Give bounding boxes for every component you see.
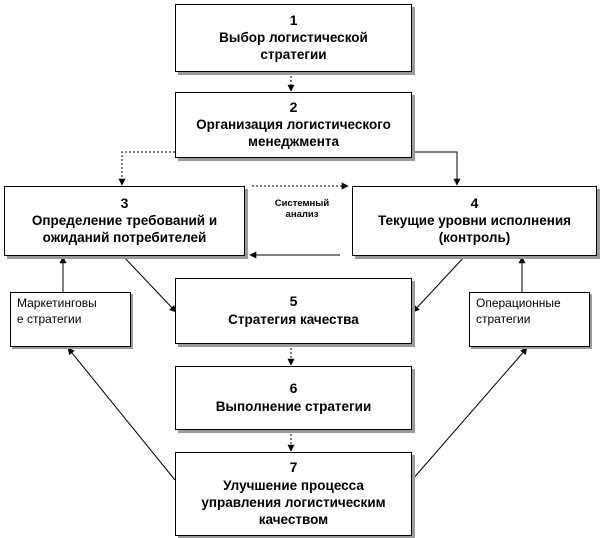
box-1-text: Выбор логистической стратегии bbox=[219, 30, 368, 63]
box-5-number: 5 bbox=[289, 293, 298, 310]
box-7-text: Улучшение процесса управления логистичес… bbox=[201, 477, 386, 527]
box-5-text: Стратегия качества bbox=[228, 311, 359, 327]
box-1-number: 1 bbox=[289, 11, 298, 28]
box-6-strategy-execution: 6 Выполнение стратегии bbox=[175, 366, 412, 430]
box-4-number: 4 bbox=[470, 194, 479, 211]
box-3-number: 3 bbox=[120, 194, 129, 211]
box-5-quality-strategy: 5 Стратегия качества bbox=[175, 278, 412, 344]
box-7-number: 7 bbox=[289, 459, 298, 476]
arrow-7-to-marketing bbox=[67, 347, 176, 481]
box-3-text: Определение требований и ожиданий потреб… bbox=[31, 213, 218, 246]
box-6-text: Выполнение стратегии bbox=[215, 398, 372, 414]
box-4-current-performance: 4 Текущие уровни исполнения (контроль) bbox=[352, 186, 597, 256]
arrow-3-to-5 bbox=[122, 255, 177, 313]
box-6-number: 6 bbox=[289, 380, 298, 397]
box-2-number: 2 bbox=[289, 98, 298, 115]
system-analysis-label: Системный анализ bbox=[274, 198, 330, 221]
arrow-2-to-3 bbox=[118, 151, 175, 186]
box-2-logistics-management: 2 Организация логистического менеджмента bbox=[175, 92, 412, 158]
box-3-customer-requirements: 3 Определение требований и ожиданий потр… bbox=[4, 186, 245, 256]
arrow-4-to-5 bbox=[412, 255, 466, 313]
box-2-text: Организация логистического менеджмента bbox=[196, 117, 391, 150]
operational-strategies-box: Операционные стратегии bbox=[469, 292, 590, 347]
box-1-logistics-strategy-choice: 1 Выбор логистической стратегии bbox=[175, 4, 412, 72]
marketing-strategies-box: Маркетинговы е стратегии bbox=[10, 292, 131, 347]
arrow-7-to-operational bbox=[411, 347, 528, 481]
box-4-text: Текущие уровни исполнения (контроль) bbox=[377, 213, 572, 246]
box-7-process-improvement: 7 Улучшение процесса управления логистич… bbox=[175, 452, 412, 536]
arrow-2-to-4 bbox=[412, 151, 461, 186]
